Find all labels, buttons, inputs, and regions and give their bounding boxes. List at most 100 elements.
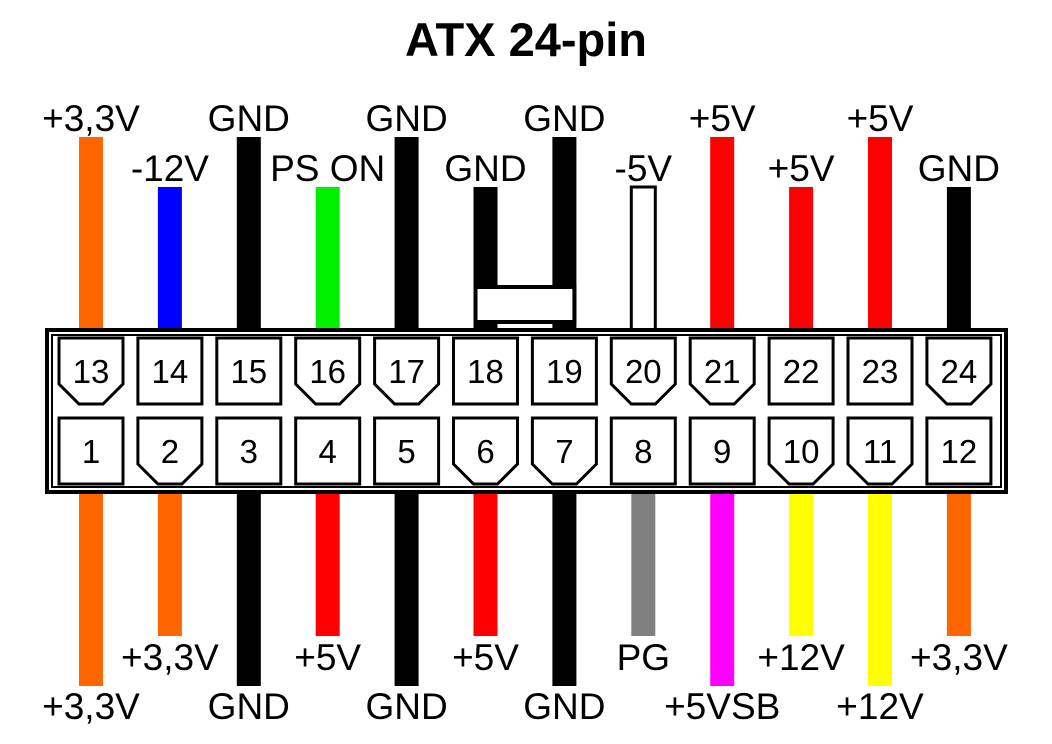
pin-number-16: 16 (309, 353, 346, 390)
wire-pin-6 (473, 488, 498, 636)
pin-number-11: 11 (863, 433, 897, 470)
label-pin-3: GND (208, 686, 290, 727)
wire-pin-24 (946, 187, 971, 334)
wire-pin-13 (79, 137, 103, 334)
pin-cell-24 (925, 336, 993, 406)
housing-inner (51, 334, 1002, 488)
label-pin-20: -5V (615, 148, 673, 189)
label-pin-7: GND (523, 686, 605, 727)
wire-pin-16 (315, 187, 340, 334)
pin-cell-3 (215, 416, 283, 486)
wire-pin-1 (79, 488, 103, 686)
pin-cell-22 (767, 336, 835, 406)
wire-pin-23 (868, 137, 892, 334)
wire-pin-11 (868, 488, 892, 686)
pin-number-7: 7 (555, 433, 573, 470)
wire-pin-4 (315, 488, 340, 636)
wire-pin-20 (629, 185, 657, 336)
pin-number-9: 9 (713, 433, 731, 470)
label-pin-10: +12V (757, 637, 845, 678)
label-pin-13: +3,3V (42, 98, 140, 139)
label-pin-18: GND (444, 148, 526, 189)
label-pin-1: +3,3V (42, 686, 140, 727)
pin-cell-9 (688, 416, 756, 486)
pin-number-18: 18 (467, 353, 504, 390)
pin-number-1: 1 (82, 433, 100, 470)
latch-clip (473, 285, 577, 324)
wire-pin-9 (710, 488, 735, 686)
bottom-labels: +3,3V+3,3VGND+5VGND+5VGNDPG+5VSB+12V+12V… (42, 637, 1008, 727)
wire-pin-8 (631, 488, 656, 636)
label-pin-16: PS ON (270, 148, 385, 189)
pin-number-23: 23 (862, 353, 899, 390)
label-pin-5: GND (365, 686, 447, 727)
pin-cell-1 (57, 416, 125, 486)
label-pin-6: +5V (452, 637, 519, 678)
pin-number-15: 15 (230, 353, 267, 390)
pin-cell-19 (530, 336, 598, 406)
wire-pin-3 (236, 488, 261, 686)
pin-cell-4 (294, 416, 362, 486)
label-pin-22: +5V (768, 148, 835, 189)
pin-cell-20 (609, 336, 677, 406)
pin-cell-5 (373, 416, 441, 486)
pin-number-20: 20 (625, 353, 662, 390)
pin-number-17: 17 (388, 353, 425, 390)
pin-cell-7 (530, 416, 598, 486)
label-pin-12: +3,3V (910, 637, 1008, 678)
pin-number-4: 4 (319, 433, 337, 470)
label-pin-21: +5V (689, 98, 756, 139)
pin-cell-17 (373, 336, 441, 406)
wire-pin-7 (552, 488, 577, 686)
wire-pin-21 (710, 137, 735, 334)
bottom-wires (79, 488, 971, 686)
label-pin-9: +5VSB (664, 686, 780, 727)
label-pin-4: +5V (294, 637, 361, 678)
pin-cell-23 (846, 336, 914, 406)
pin-cell-18 (452, 336, 519, 406)
label-pin-19: GND (523, 98, 605, 139)
pin-cell-6 (452, 416, 519, 486)
pin-number-10: 10 (783, 433, 820, 470)
pin-cell-12 (925, 416, 993, 486)
pin-number-12: 12 (941, 433, 978, 470)
pin-cell-11 (846, 416, 914, 486)
pin-number-24: 24 (941, 353, 978, 390)
pin-cell-8 (609, 416, 677, 486)
wire-pin-12 (946, 488, 971, 636)
pin-number-14: 14 (152, 353, 189, 390)
pin-cell-16 (294, 336, 362, 406)
pin-number-13: 13 (73, 353, 110, 390)
label-pin-24: GND (918, 148, 1000, 189)
diagram-title: ATX 24-pin (405, 13, 647, 66)
label-pin-15: GND (208, 98, 290, 139)
pin-cell-21 (688, 336, 756, 406)
wire-pin-5 (394, 488, 419, 686)
label-pin-2: +3,3V (121, 637, 219, 678)
wire-pin-14 (157, 187, 182, 334)
pin-cell-10 (767, 416, 835, 486)
label-pin-17: GND (365, 98, 447, 139)
pin-number-2: 2 (161, 433, 179, 470)
pin-number-8: 8 (634, 433, 652, 470)
pin-cell-15 (215, 336, 283, 406)
pin-cell-13 (57, 336, 125, 406)
wire-pin-22 (789, 187, 814, 334)
pin-number-21: 21 (704, 353, 741, 390)
connector-latch (473, 285, 577, 324)
pin-number-3: 3 (240, 433, 258, 470)
wire-pin-15 (236, 137, 261, 334)
wire-pin-2 (157, 488, 182, 636)
wire-pin-17 (394, 137, 419, 334)
label-pin-11: +12V (836, 686, 924, 727)
pin-cell-14 (136, 336, 204, 406)
pin-cell-2 (136, 416, 204, 486)
pin-number-19: 19 (546, 353, 583, 390)
pin-number-22: 22 (783, 353, 820, 390)
label-pin-23: +5V (847, 98, 914, 139)
pin-number-5: 5 (397, 433, 415, 470)
wire-pin-10 (789, 488, 814, 636)
